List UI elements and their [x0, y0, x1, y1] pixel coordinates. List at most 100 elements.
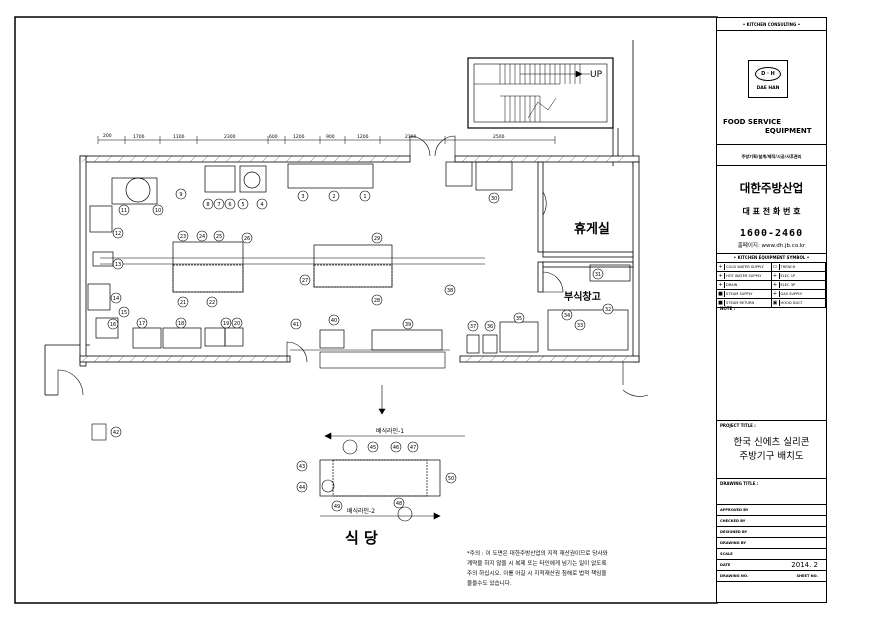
legend-label: HOOD DUCT — [780, 301, 803, 305]
callout-number: 13 — [115, 262, 121, 268]
legend-label: HOT WATER SUPPLY — [726, 274, 762, 278]
callout-number: 37 — [470, 324, 476, 330]
serving-line-2-label: 배식라인-2 — [347, 507, 375, 515]
serving-area — [91, 385, 465, 522]
notice-line: 물을수도 있습니다. — [467, 579, 512, 587]
equipment-callouts: 1 2 3 4 5 6 7 8 9 10 11 12 13 14 15 16 1… — [107, 188, 614, 512]
services-label: 주방기획/설계/제작/시공/사후관리 — [741, 154, 802, 159]
date-value: 2014. 2 — [791, 561, 818, 569]
rep-phone-label: 대 표 전 화 번 호 — [742, 207, 801, 216]
title-block: • KITCHEN CONSULTING • D · H DAE HAN FOO… — [716, 17, 827, 603]
callout-number: 6 — [228, 202, 231, 208]
callout-number: 2 — [332, 194, 335, 200]
callout-number: 8 — [206, 202, 209, 208]
dimension-labels: 200 1700 1100 2300 600 1200 900 1200 218… — [103, 133, 505, 140]
phone-number: 1600-2460 — [739, 228, 804, 239]
callout-43: 43 — [296, 460, 308, 472]
callout-44: 44 — [296, 481, 308, 493]
storage-label: 부식창고 — [564, 290, 601, 303]
date-row: DATE 2014. 2 — [717, 560, 826, 571]
callout-20: 20 — [231, 317, 243, 329]
callout-number: 28 — [374, 298, 380, 304]
callout-8: 8 — [202, 198, 214, 210]
callout-number: 47 — [410, 445, 416, 451]
callout-37: 37 — [467, 320, 479, 332]
legend-symbol: + — [717, 273, 725, 279]
dim-label: 200 — [103, 133, 112, 139]
designed-by-row: DESIGNED BY — [717, 527, 826, 538]
callout-number: 29 — [374, 236, 380, 242]
dim-label: 2500 — [493, 134, 505, 140]
project-title-line-1: 한국 신에츠 실리콘 — [733, 437, 810, 448]
callout-number: 21 — [180, 300, 186, 306]
callout-29: 29 — [371, 232, 383, 244]
dim-label: 1700 — [133, 134, 145, 140]
callout-number: 48 — [396, 501, 402, 507]
legend-symbol: + — [717, 264, 725, 270]
legend-symbol: + — [772, 273, 780, 279]
notice-line: *주의 : 이 도면은 대한주방산업의 지적 재산권이므로 당사와 — [467, 549, 608, 557]
legend-label: ELEC 1P — [780, 274, 796, 278]
callout-number: 41 — [293, 322, 299, 328]
note-label: NOTE : — [720, 306, 736, 311]
approved-by-row: APPROVED BY — [717, 505, 826, 516]
callout-number: 4 — [260, 202, 263, 208]
callout-number: 1 — [363, 194, 366, 200]
dim-label: 1200 — [293, 134, 305, 140]
callout-number: 30 — [491, 196, 497, 202]
callout-42: 42 — [110, 426, 122, 438]
callout-50: 50 — [445, 472, 457, 484]
callout-number: 38 — [447, 288, 453, 294]
callout-10: 10 — [152, 204, 164, 216]
callout-number: 20 — [234, 321, 240, 327]
callout-number: 46 — [393, 445, 399, 451]
callout-35: 35 — [513, 312, 525, 324]
callout-25: 25 — [213, 230, 225, 242]
legend-symbol: ■ — [717, 300, 725, 306]
callout-number: 10 — [155, 208, 161, 214]
callout-number: 11 — [121, 208, 127, 214]
notice-line: 주의 하십시오. 이를 어길 시 지적재산권 침해로 법적 책임을 — [467, 569, 607, 577]
callout-16: 16 — [107, 318, 119, 330]
legend-label: COLD WATER SUPPLY — [726, 265, 764, 269]
callout-19: 19 — [220, 317, 232, 329]
doors — [57, 135, 649, 397]
callout-41: 41 — [290, 318, 302, 330]
dim-label: 2180 — [405, 134, 417, 140]
callout-33: 33 — [574, 319, 586, 331]
homepage-url: 홈페이지: www.dh.jb.co.kr — [737, 243, 806, 249]
callout-21: 21 — [177, 296, 189, 308]
callout-46: 46 — [390, 441, 402, 453]
callout-number: 45 — [370, 445, 376, 451]
callout-2: 2 — [328, 190, 340, 202]
callout-number: 34 — [564, 313, 570, 319]
legend-symbol: + — [772, 291, 780, 297]
legend-label: STEAM SUPPLY — [726, 292, 753, 296]
callout-18: 18 — [175, 317, 187, 329]
callout-34: 34 — [561, 309, 573, 321]
checked-by-row: CHECKED BY — [717, 516, 826, 527]
kitchen-consulting-label: • KITCHEN CONSULTING • — [742, 22, 801, 27]
callout-47: 47 — [407, 441, 419, 453]
callout-number: 43 — [299, 464, 305, 470]
callout-36: 36 — [484, 320, 496, 332]
callout-24: 24 — [196, 230, 208, 242]
legend-row: ■STEAM SUPPLY +GAS SUPPLY — [717, 290, 826, 299]
date-label: DATE — [720, 563, 731, 567]
callout-number: 36 — [487, 324, 493, 330]
callout-number: 12 — [115, 231, 121, 237]
callout-number: 15 — [121, 310, 127, 316]
callout-45: 45 — [367, 441, 379, 453]
company-name: 대한주방산업 — [739, 181, 804, 195]
callout-32: 32 — [602, 303, 614, 315]
callout-15: 15 — [118, 306, 130, 318]
callout-3: 3 — [297, 190, 309, 202]
callout-number: 42 — [113, 430, 119, 436]
callout-number: 7 — [217, 202, 220, 208]
callout-number: 35 — [516, 316, 522, 322]
dimension-line — [97, 136, 556, 144]
callout-number: 14 — [113, 296, 119, 302]
callout-40: 40 — [328, 314, 340, 326]
callout-23: 23 — [177, 230, 189, 242]
logo-name: DAE HAN — [756, 86, 780, 91]
